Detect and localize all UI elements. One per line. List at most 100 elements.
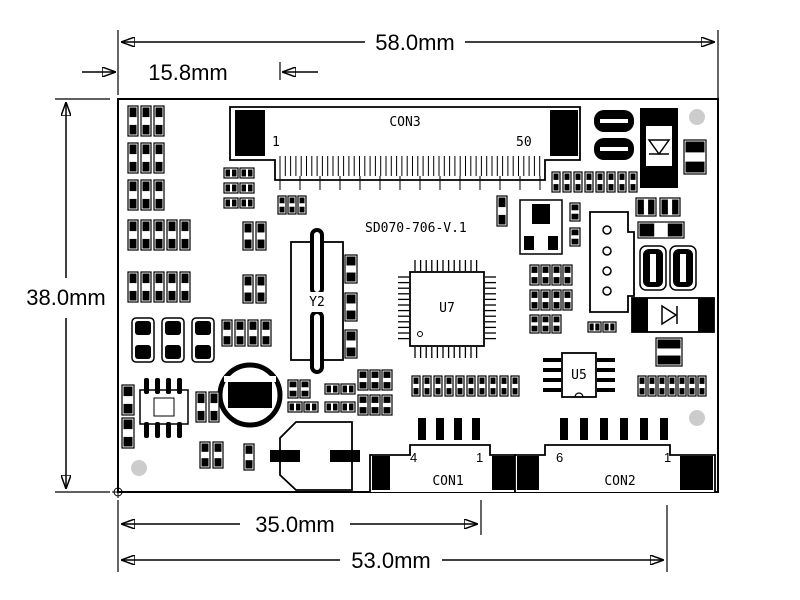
smd-component	[433, 375, 443, 397]
smd-component	[562, 171, 572, 193]
smd-component	[121, 384, 135, 416]
smd-component	[223, 182, 239, 194]
smd-component	[562, 289, 573, 311]
u5-pin	[543, 368, 561, 372]
smd-component	[381, 394, 393, 416]
smd-component	[255, 274, 267, 304]
smd-component	[166, 219, 178, 251]
dimension-offset-left: 15.8mm	[82, 60, 318, 85]
smd-component	[369, 394, 381, 416]
con3-label: CON3	[389, 115, 420, 130]
u5-pin	[597, 378, 615, 382]
smd-component	[127, 142, 139, 174]
smd-component	[540, 289, 551, 311]
smd-component	[551, 289, 562, 311]
smd-component	[153, 219, 165, 251]
smd-component	[344, 329, 358, 359]
tantalum-capacitor	[161, 317, 185, 363]
smd-component	[195, 391, 207, 423]
smd-component	[287, 195, 297, 215]
con2-pin	[580, 418, 588, 440]
smd-component	[540, 314, 551, 334]
tantalum-capacitor	[191, 317, 215, 363]
u7-chip: U7	[398, 260, 496, 358]
smd-component	[422, 375, 432, 397]
smd-component	[287, 379, 299, 399]
con2-pin	[600, 418, 608, 440]
con1-pin	[418, 418, 426, 440]
smd-component	[617, 171, 627, 193]
smd-component	[677, 375, 687, 397]
smd-component	[153, 271, 165, 303]
dimension-width-total: 58.0mm	[117, 30, 719, 100]
smd-component	[255, 221, 267, 251]
smd-component	[140, 179, 152, 211]
dim-bottom-short-text: 35.0mm	[255, 512, 334, 537]
smd-component	[667, 375, 677, 397]
smd-component	[127, 271, 139, 303]
smd-component	[199, 441, 211, 469]
smd-component	[635, 197, 657, 217]
smd-component	[234, 319, 246, 347]
smd-component	[166, 271, 178, 303]
smd-component	[488, 375, 498, 397]
sot-transistor	[139, 378, 189, 438]
smd-component	[357, 394, 369, 416]
smd-component	[242, 274, 254, 304]
smd-component	[153, 105, 165, 137]
origin-mark	[112, 486, 124, 498]
smd-component	[697, 375, 707, 397]
dim-offset-left-text: 15.8mm	[148, 60, 227, 85]
con2-pin	[660, 418, 668, 440]
dimension-bottom-short: 35.0mm	[117, 500, 482, 572]
smd-component	[569, 227, 581, 247]
con2-pin	[560, 418, 568, 440]
smd-component	[606, 171, 616, 193]
smd-component	[655, 337, 683, 367]
smd-component	[499, 375, 509, 397]
smd-component	[344, 292, 358, 322]
large-pad-component	[594, 138, 634, 160]
smd-component	[260, 319, 272, 347]
smd-component	[140, 105, 152, 137]
smd-component	[303, 401, 319, 413]
y2-label: Y2	[309, 295, 325, 310]
con2-pin-left: 6	[556, 450, 563, 465]
dimension-bottom-long: 53.0mm	[122, 505, 668, 573]
smd-component	[587, 321, 602, 333]
diode-mid-right	[631, 297, 715, 333]
smd-component	[247, 319, 259, 347]
diode-top-right	[640, 108, 678, 188]
smd-component	[127, 105, 139, 137]
dim-bottom-long-text: 53.0mm	[351, 548, 430, 573]
smd-component	[344, 254, 358, 284]
smd-component	[540, 264, 551, 286]
smd-component	[687, 375, 697, 397]
con2-pin	[620, 418, 628, 440]
header-4pin	[589, 211, 635, 313]
u5-pin	[543, 378, 561, 382]
con1-pin	[472, 418, 480, 440]
smd-component	[602, 321, 617, 333]
smd-component	[455, 375, 465, 397]
con2-pin-right: 1	[664, 450, 671, 465]
smd-component	[477, 375, 487, 397]
smd-component	[683, 139, 707, 175]
smd-component	[529, 264, 540, 286]
con1-pin	[454, 418, 462, 440]
smd-component	[127, 219, 139, 251]
smd-component	[551, 264, 562, 286]
sot-transistor	[519, 199, 563, 255]
u5-pin	[543, 358, 561, 362]
tantalum-capacitor	[131, 317, 155, 363]
con1-connector: 4 1 CON1	[369, 418, 516, 492]
u5-pin	[543, 388, 561, 392]
smd-component	[140, 271, 152, 303]
u5-pin	[597, 368, 615, 372]
smd-component	[647, 375, 657, 397]
smd-component	[340, 383, 356, 395]
dim-width-total-text: 58.0mm	[375, 30, 454, 55]
smd-component	[637, 375, 647, 397]
smd-component	[242, 221, 254, 251]
